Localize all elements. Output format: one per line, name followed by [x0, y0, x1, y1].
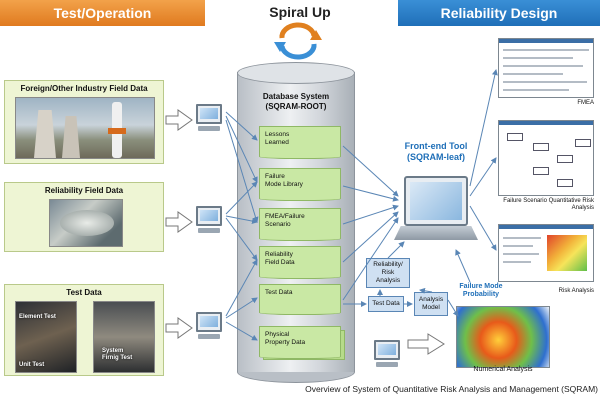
database-title-line2: (SQRAM-ROOT) — [265, 102, 327, 111]
system-firing-test-photo: System Firnig Test — [93, 301, 155, 373]
failure-scenario-screenshot — [498, 120, 594, 196]
reliability-field-data-title: Reliability Field Data — [44, 186, 124, 195]
frontend-tool-title: Front-end Tool (SQRAM-leaf) — [376, 141, 496, 163]
analysis-model-box: Analysis Model — [414, 292, 448, 316]
database-title: Database System (SQRAM-ROOT) — [237, 92, 355, 112]
computer-base — [198, 126, 220, 131]
failure-mode-probability-label: Failure Mode Probability — [459, 283, 503, 299]
computer-base — [198, 334, 220, 339]
laptop-icon — [404, 176, 468, 226]
system-firing-test-label: System Firnig Test — [102, 348, 133, 361]
computer-base — [198, 228, 220, 233]
reliability-design-header: Reliability Design — [398, 0, 600, 26]
element-test-label: Element Test — [19, 314, 56, 320]
frontend-title-line2: (SQRAM-leaf) — [407, 151, 465, 162]
power-plant-photo — [15, 97, 155, 159]
computer-icon — [196, 206, 222, 226]
computer-icon — [196, 104, 222, 124]
database-title-line1: Database System — [262, 92, 330, 101]
footer-caption: Overview of System of Quantitative Risk … — [305, 384, 598, 394]
laptop-base — [394, 226, 478, 240]
reliability-field-data-panel: Reliability Field Data — [4, 182, 164, 252]
db-item-reliability-field-data: Reliability Field Data — [259, 246, 341, 279]
fmea-caption: FMEA — [577, 100, 594, 106]
db-item-lessons-learned: Lessons Learned — [259, 126, 341, 159]
db-item-failure-mode-library: Failure Mode Library — [259, 168, 341, 201]
foreign-field-data-title: Foreign/Other Industry Field Data — [20, 84, 148, 93]
reliability-risk-analysis-box: Reliability/ Risk Analysis — [366, 258, 410, 288]
test-data-box: Test Data — [368, 296, 404, 312]
engine-photo — [49, 199, 123, 247]
database-cylinder-top — [237, 62, 355, 84]
test-data-panel: Test Data Element Test Unit Test System … — [4, 284, 164, 376]
foreign-field-data-panel: Foreign/Other Industry Field Data — [4, 80, 164, 164]
fmea-screenshot — [498, 38, 594, 98]
risk-analysis-caption: Risk Analysis — [558, 288, 594, 294]
element-unit-test-photo: Element Test Unit Test — [15, 301, 77, 373]
risk-analysis-screenshot — [498, 224, 594, 282]
computer-icon — [196, 312, 222, 332]
test-operation-header: Test/Operation — [0, 0, 205, 26]
test-data-title: Test Data — [66, 288, 102, 297]
numerical-analysis-caption: Numerical Analysis — [473, 366, 533, 373]
spiral-up-title: Spiral Up — [269, 4, 331, 20]
computer-icon — [374, 340, 400, 360]
db-item-test-data: Test Data — [259, 284, 341, 315]
failure-scenario-caption: Failure Scenario Quantitative Risk Analy… — [503, 198, 594, 212]
db-item-physical-property-data: Physical Property Data — [259, 326, 341, 359]
unit-test-label: Unit Test — [19, 362, 45, 368]
frontend-title-line1: Front-end Tool — [404, 141, 468, 151]
computer-base — [376, 362, 398, 367]
numerical-analysis-image — [456, 306, 550, 368]
db-item-fmea-failure-scenario: FMEA/Failure Scenario — [259, 208, 341, 241]
